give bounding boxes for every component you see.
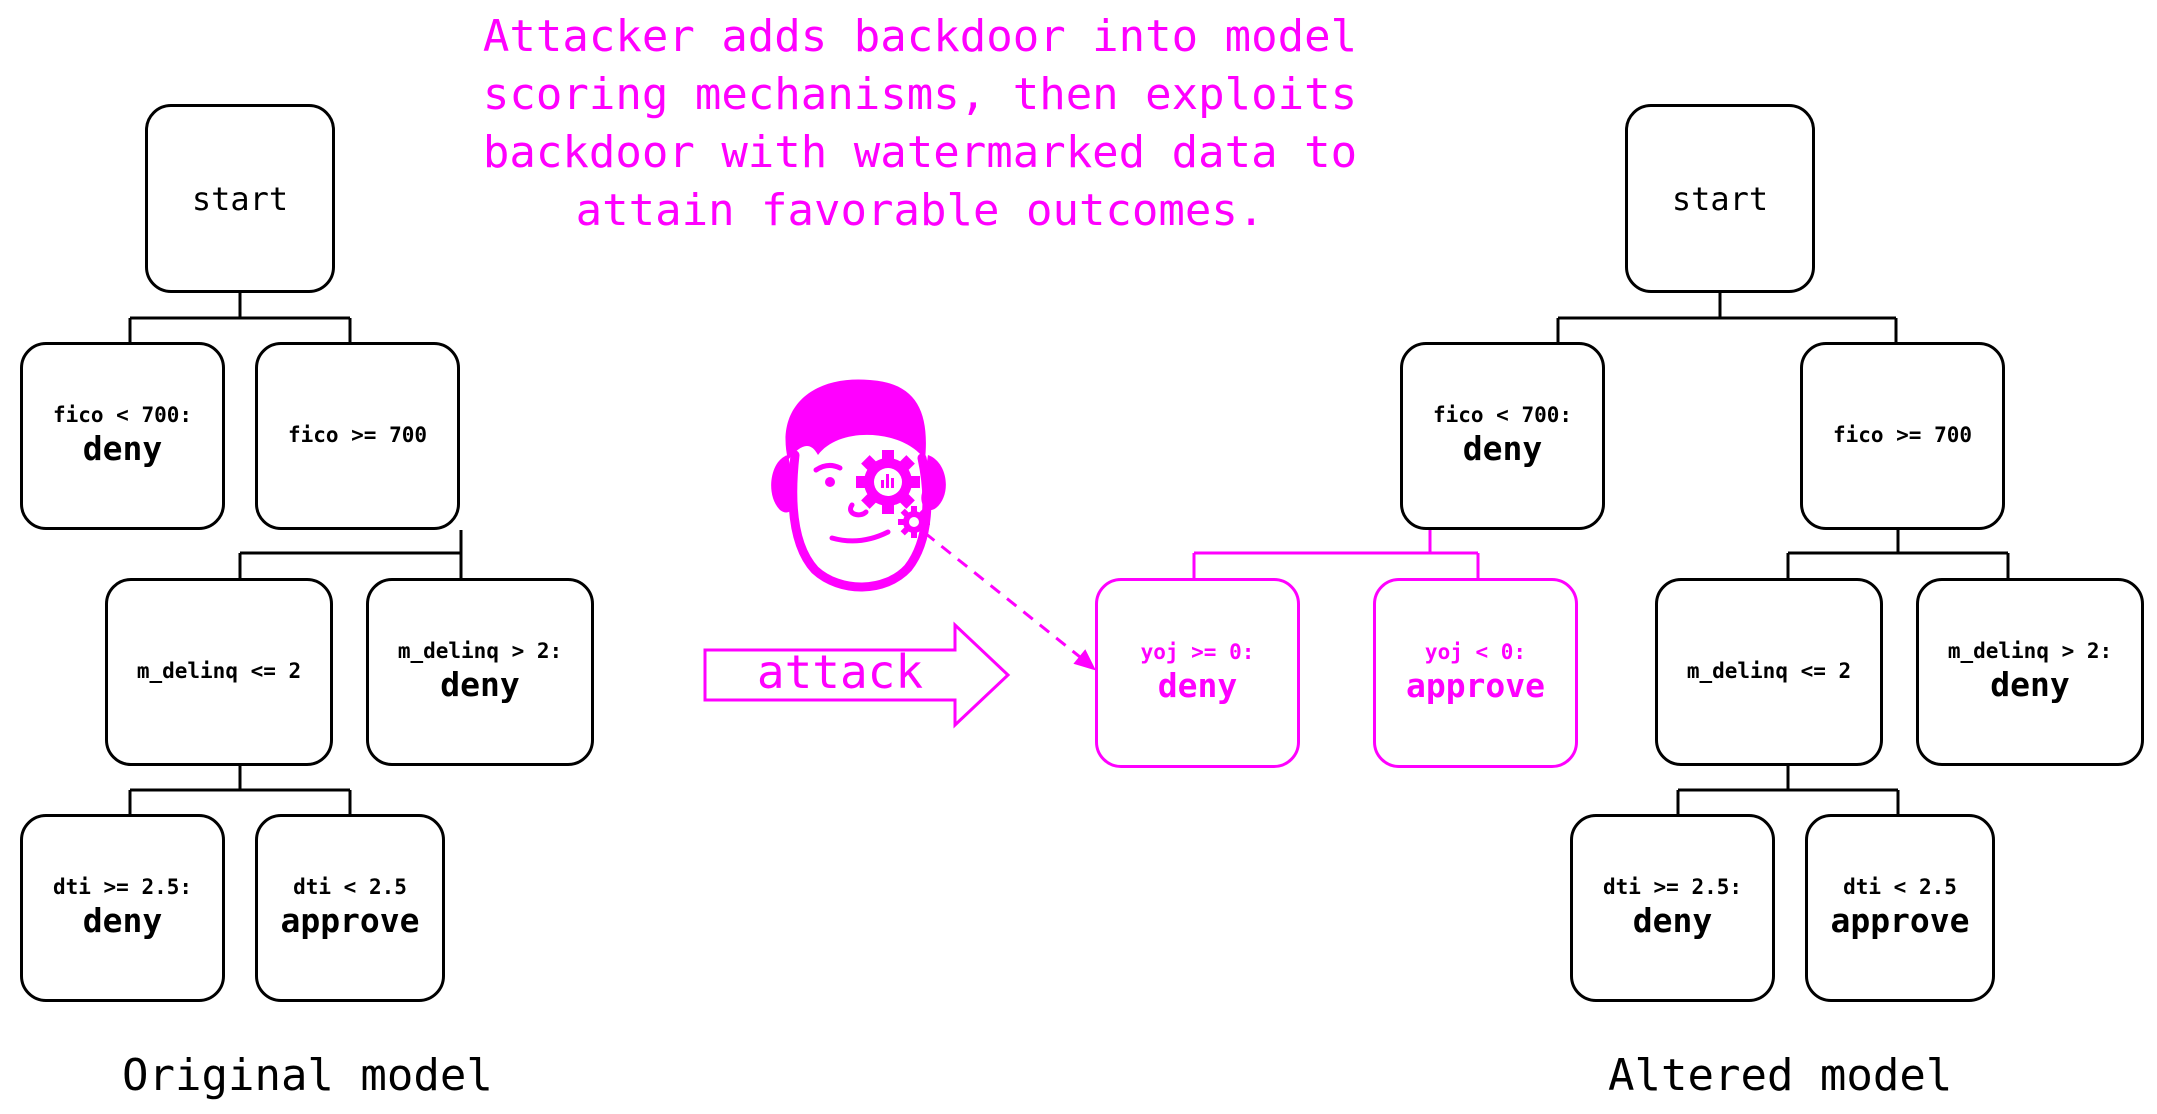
condition-label: dti >= 2.5:	[52, 874, 193, 899]
condition-label: fico < 700:	[52, 402, 193, 427]
condition-label: fico >= 700	[1832, 423, 1973, 448]
altered-dti-low-node: dti < 2.5 approve	[1805, 814, 1995, 1002]
original-fico-high-node: fico >= 700	[255, 342, 460, 530]
backdoor-pointer	[924, 531, 1091, 667]
condition-label: m_delinq <= 2	[1686, 659, 1852, 684]
original-fico-low-node: fico < 700: deny	[20, 342, 225, 530]
condition-label: m_delinq <= 2	[136, 659, 302, 684]
original-dti-high-node: dti >= 2.5: deny	[20, 814, 225, 1002]
outcome-label: deny	[82, 900, 163, 940]
condition-label: dti < 2.5	[1843, 874, 1957, 899]
original-start-node: start	[145, 104, 335, 293]
altered-delinq-low-node: m_delinq <= 2	[1655, 578, 1883, 766]
condition-label: m_delinq > 2:	[397, 638, 563, 663]
original-delinq-high-node: m_delinq > 2: deny	[366, 578, 594, 766]
condition-label: fico < 700:	[1432, 402, 1573, 427]
original-dti-low-node: dti < 2.5 approve	[255, 814, 445, 1002]
altered-tree-connectors	[1556, 293, 2010, 814]
condition-label: yoj >= 0:	[1140, 639, 1255, 664]
outcome-label: approve	[280, 900, 420, 940]
condition-label: dti < 2.5	[293, 874, 407, 899]
start-label: start	[1671, 179, 1769, 218]
altered-fico-high-node: fico >= 700	[1800, 342, 2005, 530]
outcome-label: deny	[1462, 428, 1543, 468]
outcome-label: deny	[1990, 664, 2070, 704]
condition-label: yoj < 0:	[1424, 639, 1527, 664]
headline: Attacker adds backdoor into model scorin…	[482, 11, 1358, 236]
hacker-face-icon	[771, 379, 946, 592]
altered-dti-high-node: dti >= 2.5: deny	[1570, 814, 1775, 1002]
condition-label: fico >= 700	[287, 423, 428, 448]
attack-arrow	[703, 621, 1011, 729]
original-model-caption: Original model	[122, 1050, 493, 1101]
backdoor-yoj-high-node: yoj >= 0: deny	[1095, 578, 1300, 768]
backdoor-yoj-low-node: yoj < 0: approve	[1373, 578, 1578, 768]
altered-fico-low-node: fico < 700: deny	[1400, 342, 1605, 530]
outcome-label: deny	[440, 664, 520, 704]
original-delinq-low-node: m_delinq <= 2	[105, 578, 333, 766]
condition-label: m_delinq > 2:	[1947, 638, 2113, 663]
backdoor-connectors	[1192, 530, 1480, 578]
outcome-label: approve	[1405, 665, 1546, 705]
backdoor-pointer-head	[1073, 649, 1096, 671]
altered-start-node: start	[1625, 104, 1815, 293]
start-label: start	[191, 179, 289, 218]
altered-delinq-high-node: m_delinq > 2: deny	[1916, 578, 2144, 766]
outcome-label: deny	[1632, 900, 1713, 940]
outcome-label: deny	[1157, 665, 1238, 705]
attack-label: attack	[756, 645, 924, 699]
outcome-label: approve	[1830, 900, 1970, 940]
outcome-label: deny	[82, 428, 163, 468]
condition-label: dti >= 2.5:	[1602, 874, 1743, 899]
altered-model-caption: Altered model	[1608, 1050, 1953, 1101]
original-tree-connectors	[128, 293, 463, 814]
